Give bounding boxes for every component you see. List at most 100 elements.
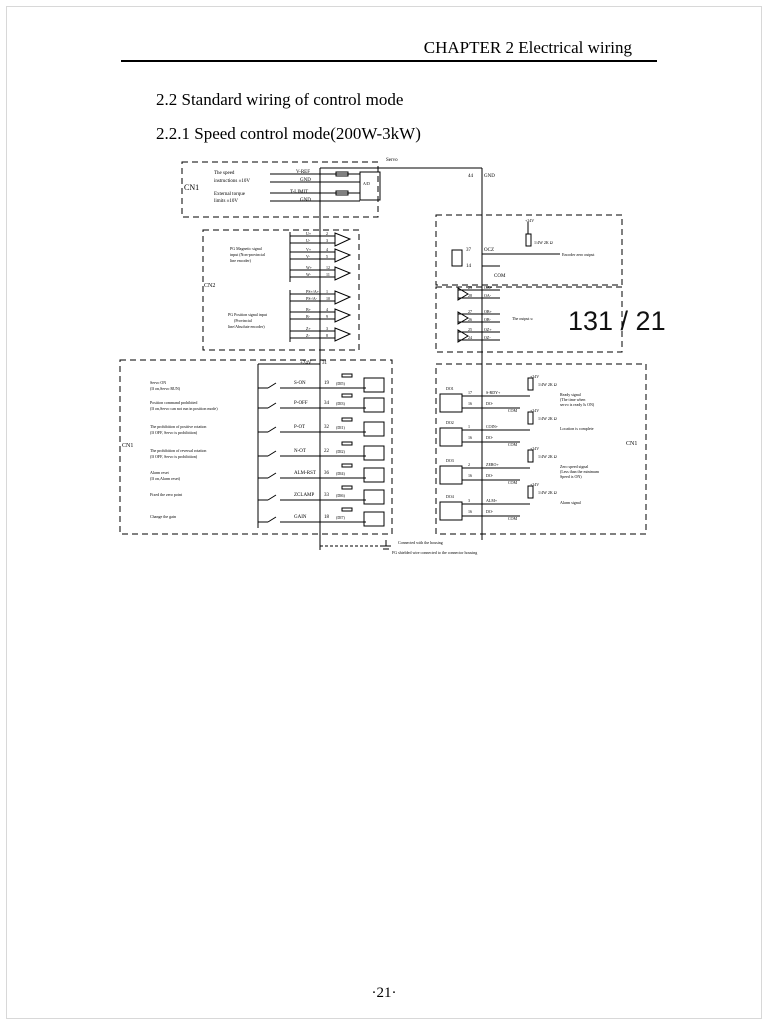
comparator-symbol [334, 266, 352, 281]
switch-symbol [267, 426, 277, 433]
output-signal: DO- [486, 401, 494, 406]
cn2-signal-label: W- [306, 272, 311, 277]
output-pin: 17 [468, 390, 472, 395]
cn2-signal-label: B+ [306, 307, 311, 312]
gnd-right: GND [484, 174, 495, 179]
cn2-pin-number: 1 [326, 289, 328, 294]
encoder-output-signal: OZ- [484, 335, 491, 340]
input-description-sub: (If on,Alarm reset) [150, 476, 181, 481]
output-pin: 16 [468, 435, 472, 440]
input-di: (DI6) [336, 493, 345, 498]
output-signal: S-RDY+ [486, 390, 501, 395]
encoder-output-signal: OA- [484, 293, 492, 298]
transistor-symbol [451, 249, 463, 267]
chapter-header: CHAPTER 2 Electrical wiring [423, 38, 632, 57]
encoder-output-pin: 29 [468, 285, 472, 290]
output-do-label: DO4 [446, 494, 454, 499]
output-description: Location is complete [560, 426, 594, 431]
driver-symbol [457, 311, 469, 325]
encoder-output-pin: 24 [468, 335, 472, 340]
pg-pos-1: PG Position signal input [228, 312, 268, 317]
output-pin: 16 [468, 401, 472, 406]
ad-label: A/D [363, 181, 370, 186]
optocoupler-box [363, 377, 385, 393]
optocoupler-box [363, 397, 385, 413]
output-signal: DO- [486, 435, 494, 440]
switch-symbol [267, 516, 277, 523]
encoder-output-pin: 26 [468, 317, 472, 322]
torque-2: limits ±10V [214, 199, 238, 204]
input-description-sub: (If on,Servo RUN) [150, 386, 181, 391]
pg-mag-1: PG Magnetic signal [230, 246, 262, 251]
cn1-label-left: CN1 [122, 443, 134, 449]
switch-symbol [267, 494, 277, 501]
pg-mag-3: line encoder) [230, 258, 251, 263]
driver-symbol [457, 329, 469, 343]
input-di: (DI4) [336, 471, 345, 476]
input-signal: P-OFF [294, 401, 308, 406]
output-optocoupler [439, 393, 463, 413]
output-description: Ready signal [560, 392, 581, 397]
input-description-sub: (If OFF, Servo is prohibition) [150, 430, 198, 435]
comparator-symbol [334, 290, 352, 305]
output-optocoupler [439, 465, 463, 485]
input-description-sub: (If OFF, Servo is prohibition) [150, 454, 198, 459]
output-resistor [527, 377, 534, 391]
output-description: Alarm signal [560, 500, 581, 505]
cn2-signal-label: U+ [306, 231, 312, 236]
output-description: Zero speed signal [560, 464, 589, 469]
switch-symbol [267, 402, 277, 409]
comparator-symbol [334, 308, 352, 323]
fg-note: FG shielded wire connected to the connec… [392, 550, 478, 555]
page-indicator: 131 / 21 [568, 306, 666, 336]
header-rule [121, 60, 657, 62]
cn2-pin-number: 4 [326, 307, 328, 312]
encoder-output-signal: OB- [484, 317, 491, 322]
cn2-signal-label: Z- [306, 333, 310, 338]
output-label: The output u [512, 316, 533, 321]
encoder-output-pin: 28 [468, 293, 472, 298]
output-resistor [527, 485, 534, 499]
pin-31: 31 [322, 361, 327, 366]
pg-pos-2: (Provincial [234, 318, 252, 323]
input-pin: 34 [324, 401, 329, 406]
output-resistor-label: 1/4W 2K Ω [538, 416, 557, 421]
cn2-signal-label: PS+/A+ [306, 289, 319, 294]
input-pin: 33 [324, 493, 329, 498]
cn2-pin-number: 12 [326, 265, 330, 270]
output-do-label: DO1 [446, 386, 454, 391]
encoder-output-pin: 25 [468, 327, 472, 332]
output-signal: DO- [486, 509, 494, 514]
pg-mag-2: input (Non-provincial [230, 252, 265, 257]
output-v24: +24V [530, 482, 540, 487]
input-di: (DI3) [336, 401, 345, 406]
optocoupler-box [363, 511, 385, 527]
output-description: (Less than the minimum [560, 469, 599, 474]
output-pin: 16 [468, 509, 472, 514]
input-pin: 22 [324, 449, 329, 454]
input-resistor [341, 393, 353, 398]
cn2-pin-number: 3 [326, 238, 328, 243]
input-di: (DI5) [336, 381, 345, 386]
output-do-label: DO2 [446, 420, 454, 425]
cn2-signal-label: PS-/A- [306, 296, 318, 301]
input-di: (DI7) [336, 515, 345, 520]
output-optocoupler [439, 501, 463, 521]
cn2-pin-number: 4 [326, 247, 328, 252]
input-signal: S-ON [294, 381, 306, 386]
cn2-pin-number: 10 [326, 296, 330, 301]
switch-symbol [267, 382, 277, 389]
input-description: Fixed the zero point [150, 492, 183, 497]
cn1-label-right: CN1 [626, 441, 638, 447]
comparator-symbol [334, 327, 352, 342]
output-v24: +24V [530, 408, 540, 413]
input-resistor [341, 441, 353, 446]
input-description: The prohibition of reversal rotation [150, 448, 207, 453]
input-description: Alarm reset [150, 470, 169, 475]
pin-37: 37 [466, 248, 471, 253]
switch-symbol [267, 450, 277, 457]
cn1-label-top: CN1 [184, 183, 200, 192]
output-com: COM [508, 516, 518, 521]
output-signal: ZERO+ [486, 462, 499, 467]
